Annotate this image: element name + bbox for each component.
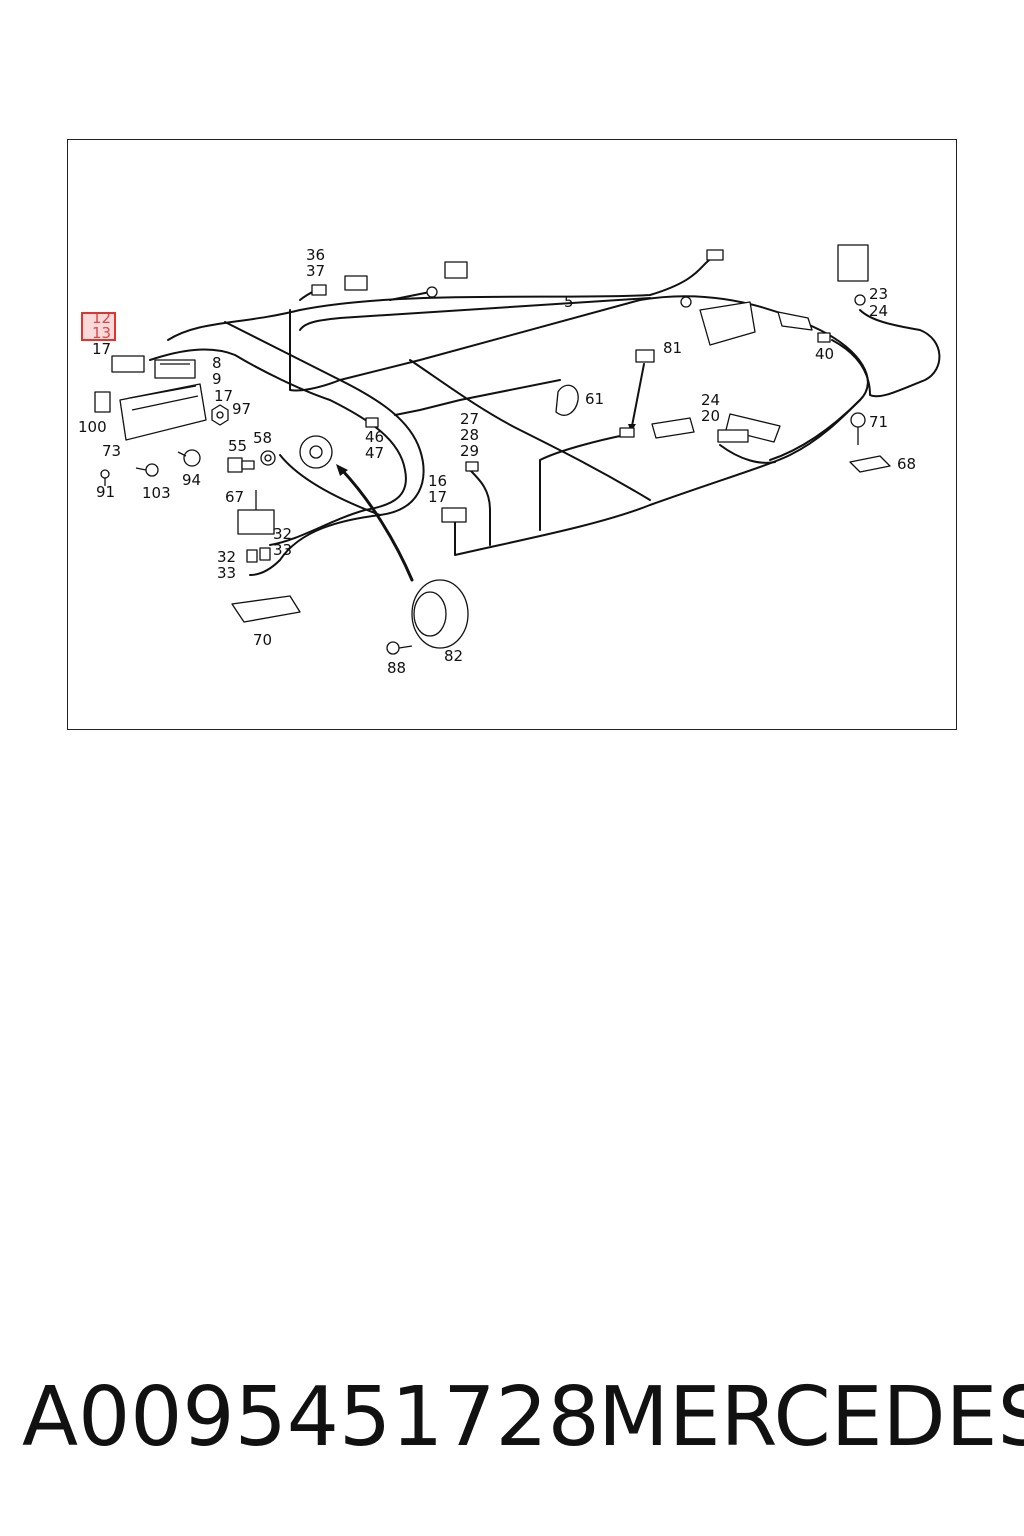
callout-5: 5 — [564, 293, 574, 311]
callout-58: 58 — [253, 429, 272, 447]
connector-12-13-17 — [111, 355, 145, 373]
bracket-68 — [849, 455, 891, 473]
callout-94: 94 — [182, 471, 201, 489]
grommet-58 — [260, 450, 276, 466]
callout-36: 36 — [306, 246, 325, 264]
callout-16: 16 — [428, 472, 447, 490]
clip-81 — [619, 349, 655, 438]
control-module-73 — [119, 383, 207, 441]
callout-24: 24 — [869, 302, 888, 320]
callout-100: 100 — [78, 418, 107, 436]
connectors-32-33 — [246, 547, 271, 563]
callout-9: 9 — [212, 370, 222, 388]
callout-71: 71 — [869, 413, 888, 431]
callout-55: 55 — [228, 437, 247, 455]
callout-40: 40 — [815, 345, 834, 363]
connector-16-17 — [441, 507, 467, 523]
screw-55 — [227, 457, 255, 473]
bracket-61 — [555, 384, 579, 416]
callout-28: 28 — [460, 426, 479, 444]
bolt-88 — [386, 641, 413, 655]
relay-36-37 — [311, 275, 368, 296]
wiring-harness-diagram: 12 13 17 8 9 17 97 100 73 55 58 91 103 9… — [78, 244, 941, 677]
callout-61: 61 — [585, 390, 604, 408]
callout-88: 88 — [387, 659, 406, 677]
callout-47: 47 — [365, 444, 384, 462]
callout-73: 73 — [102, 442, 121, 460]
callout-20: 20 — [701, 407, 720, 425]
module-centre-right — [699, 301, 756, 346]
brand-name: MERCEDES — [598, 1370, 1024, 1465]
switch-67 — [237, 490, 275, 535]
callout-68: 68 — [897, 455, 916, 473]
callout-103: 103 — [142, 484, 171, 502]
callout-37: 37 — [306, 262, 325, 280]
connector-27-28-29 — [465, 461, 479, 472]
callout-17: 17 — [428, 488, 447, 506]
callout-labels: 12 13 17 8 9 17 97 100 73 55 58 91 103 9… — [78, 246, 916, 677]
diagram-frame — [67, 139, 957, 730]
bolt-94 — [177, 449, 201, 467]
callout-33: 33 — [217, 564, 236, 582]
callout-27: 27 — [460, 410, 479, 428]
horn-82 — [336, 464, 469, 649]
unit-23-24 — [837, 244, 869, 306]
bracket-100 — [94, 391, 111, 413]
wiring-harness — [149, 257, 941, 576]
callout-17: 17 — [214, 387, 233, 405]
callout-23: 23 — [869, 285, 888, 303]
switch-24-20 — [651, 413, 781, 443]
callout-91: 91 — [96, 483, 115, 501]
bracket-70 — [231, 595, 301, 623]
callout-67: 67 — [225, 488, 244, 506]
callout-29: 29 — [460, 442, 479, 460]
callout-81: 81 — [663, 339, 682, 357]
highlighted-part-callout — [81, 312, 116, 341]
bracket-40 — [777, 311, 831, 343]
screw-71 — [850, 412, 866, 445]
callout-32: 32 — [217, 548, 236, 566]
connector-8-9 — [154, 359, 196, 379]
pin-91 — [100, 469, 110, 486]
nut-97 — [211, 404, 229, 426]
plug-top-right — [680, 249, 724, 308]
callout-70: 70 — [253, 631, 272, 649]
callout-97: 97 — [232, 400, 251, 418]
callout-8: 8 — [212, 354, 222, 372]
bracket-top — [426, 261, 468, 298]
callout-17: 17 — [92, 340, 111, 358]
part-number: A0095451728 — [22, 1370, 600, 1465]
callout-32: 32 — [273, 525, 292, 543]
sensor-46-47 — [365, 417, 379, 428]
sensor-disc — [299, 435, 333, 469]
callout-13: 13 — [92, 324, 111, 342]
callout-33: 33 — [273, 541, 292, 559]
screw-103 — [135, 463, 159, 477]
callout-46: 46 — [365, 428, 384, 446]
callout-24: 24 — [701, 391, 720, 409]
callout-82: 82 — [444, 647, 463, 665]
